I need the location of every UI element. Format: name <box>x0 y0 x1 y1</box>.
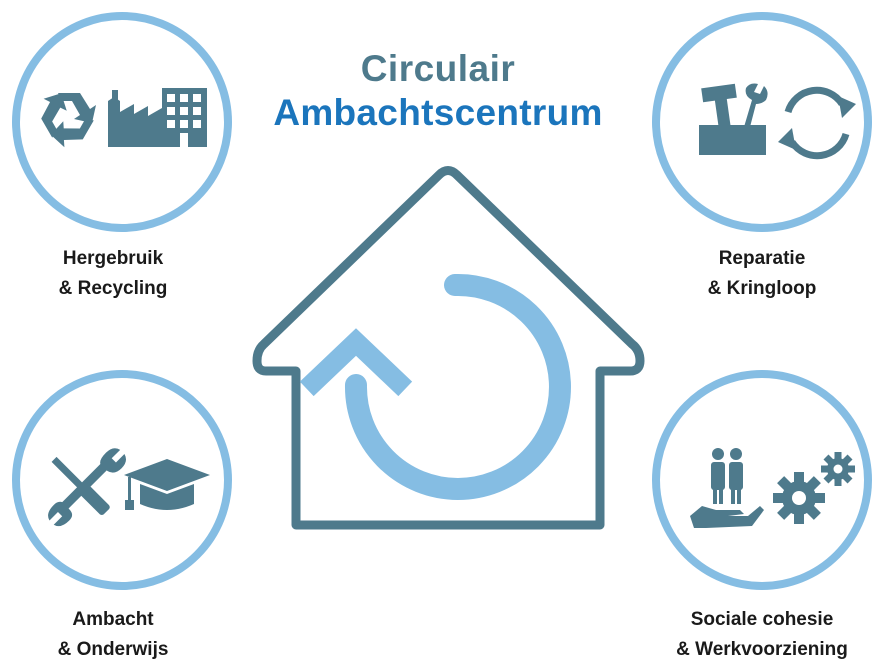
factory-icon <box>108 90 162 147</box>
circle-reuse <box>12 12 232 232</box>
house-icon <box>252 166 645 530</box>
caption-reuse-line2: & Recycling <box>58 278 168 299</box>
caption-repair: Reparatie & Kringloop <box>649 244 875 304</box>
caption-repair-line1: Reparatie <box>718 248 806 269</box>
circular-arrow-icon <box>299 273 571 500</box>
caption-craft-line1: Ambacht <box>72 609 154 630</box>
recycle-icon <box>41 93 96 148</box>
caption-social: Sociale cohesie & Werkvoorziening <box>649 605 875 665</box>
title-line1: Circulair <box>360 48 516 89</box>
title-line2: Ambachtscentrum <box>273 92 603 133</box>
caption-reuse: Hergebruik & Recycling <box>0 244 226 304</box>
circle-craft <box>12 370 232 590</box>
caption-social-line2: & Werkvoorziening <box>676 639 848 660</box>
caption-craft-line2: & Onderwijs <box>57 639 169 660</box>
gears-icon <box>773 452 855 524</box>
building-icon <box>162 88 207 147</box>
caption-reuse-line1: Hergebruik <box>62 248 164 269</box>
graduation-cap-icon <box>124 459 210 510</box>
circle-social <box>652 370 872 590</box>
caption-social-line1: Sociale cohesie <box>690 609 834 630</box>
crossed-tools-icon <box>48 448 127 527</box>
people-hand-icon <box>690 448 764 528</box>
caption-repair-line2: & Kringloop <box>707 278 817 299</box>
circle-repair <box>652 12 872 232</box>
toolbox-icon <box>699 83 768 155</box>
cycle-arrows-icon <box>778 86 856 160</box>
caption-craft: Ambacht & Onderwijs <box>0 605 226 665</box>
